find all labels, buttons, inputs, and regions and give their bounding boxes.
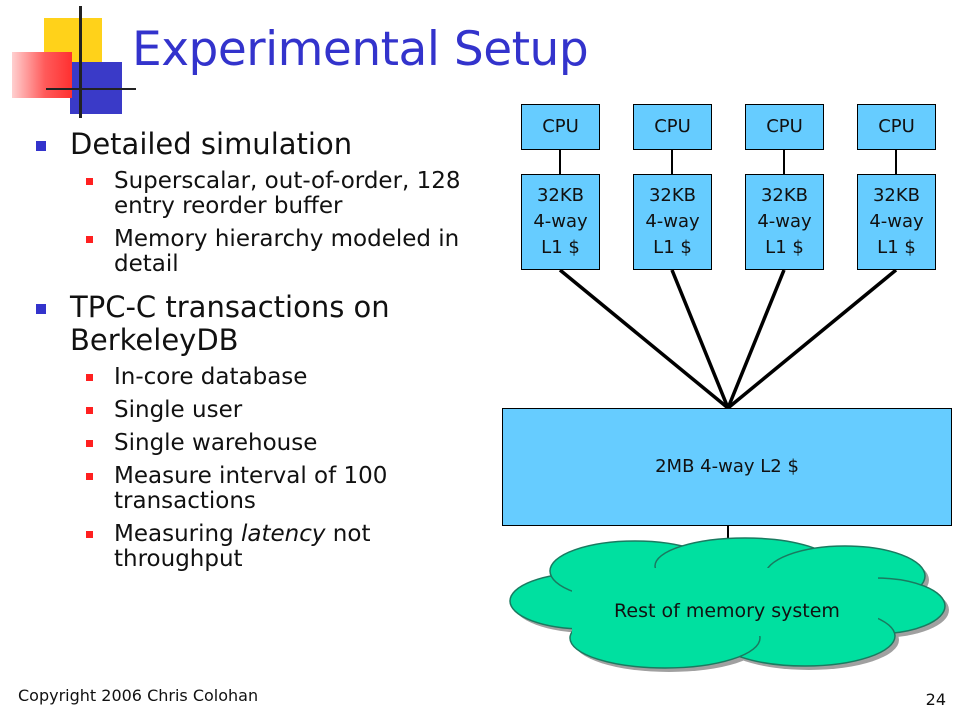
diagram-connectors [509,150,949,672]
sub-bullet-marker-icon [86,440,93,447]
memory-hierarchy-diagram: CPU CPU CPU CPU 32KB 4-way L1 $ 32KB 4-w… [490,96,960,696]
sub-bullet-marker-icon [86,374,93,381]
sub-bullet-text: Superscalar, out-of-order, 128 entry reo… [114,168,461,219]
sub-bullet-item: Memory hierarchy modeled in detail [72,227,486,277]
l1-assoc: 4-way [869,211,924,232]
l1-l2-bus [726,269,786,409]
sub-bullet-marker-icon [86,178,93,185]
sub-bullet-item: Measuring latency not throughput [72,522,486,572]
l1-cache-box: 32KB 4-way L1 $ [745,174,824,270]
l1-size: 32KB [648,185,697,206]
l2-cache-box: 2MB 4-way L2 $ [502,408,952,526]
sub-bullet-item: Measure interval of 100 transactions [72,464,486,514]
cpu-box: CPU [857,104,936,150]
cpu-box: CPU [521,104,600,150]
logo-red-square [12,52,72,98]
sub-bullet-emphasis: latency [240,521,326,547]
sub-bullet-marker-icon [86,236,93,243]
logo-vertical-line [79,6,82,118]
logo-horizontal-line [46,88,136,90]
sub-bullet-text: Single warehouse [114,430,318,456]
memory-cloud-body [572,568,878,636]
l1-assoc: 4-way [533,211,588,232]
bullet-item: Detailed simulation [36,128,486,161]
sub-bullet-item: Single user [72,398,486,423]
bullet-list: Detailed simulation Superscalar, out-of-… [36,128,486,580]
l1-l2-bus [726,268,898,410]
bullet-text: Detailed simulation [70,127,353,161]
bullet-item: TPC-C transactions on BerkeleyDB [36,291,486,357]
l1-cache-box: 32KB 4-way L1 $ [633,174,712,270]
sub-bullet-text: Memory hierarchy modeled in detail [114,226,460,277]
l1-size: 32KB [536,185,585,206]
sub-bullet-item: Single warehouse [72,431,486,456]
l1-label: L1 $ [653,237,692,258]
bullet-marker-icon [36,304,46,314]
cpu-box: CPU [633,104,712,150]
sub-bullet-text: Measure interval of 100 transactions [114,463,388,514]
memory-system-label: Rest of memory system [614,600,840,622]
l1-label: L1 $ [765,237,804,258]
slide-title: Experimental Setup [132,22,589,77]
l1-assoc: 4-way [645,211,700,232]
sub-bullet-text-after: not throughput [114,521,371,572]
page-number: 24 [925,690,946,709]
footer-copyright: Copyright 2006 Chris Colohan [18,686,259,705]
l1-l2-bus [670,269,730,409]
l1-l2-bus [558,268,730,410]
cpu-box: CPU [745,104,824,150]
l1-assoc: 4-way [757,211,812,232]
sub-bullet-item: Superscalar, out-of-order, 128 entry reo… [72,169,486,219]
l1-size: 32KB [872,185,921,206]
l1-cache-box: 32KB 4-way L1 $ [857,174,936,270]
l1-cache-box: 32KB 4-way L1 $ [521,174,600,270]
sub-bullet-item: In-core database [72,365,486,390]
bullet-text: TPC-C transactions on BerkeleyDB [70,290,390,357]
l1-label: L1 $ [877,237,916,258]
sub-bullet-marker-icon [86,531,93,538]
sub-bullet-marker-icon [86,473,93,480]
sub-bullet-marker-icon [86,407,93,414]
sub-bullet-text: Single user [114,397,243,423]
l1-size: 32KB [760,185,809,206]
sub-bullet-text: In-core database [114,364,308,390]
sub-bullet-text-before: Measuring [114,521,241,547]
l1-label: L1 $ [541,237,580,258]
bullet-marker-icon [36,141,46,151]
